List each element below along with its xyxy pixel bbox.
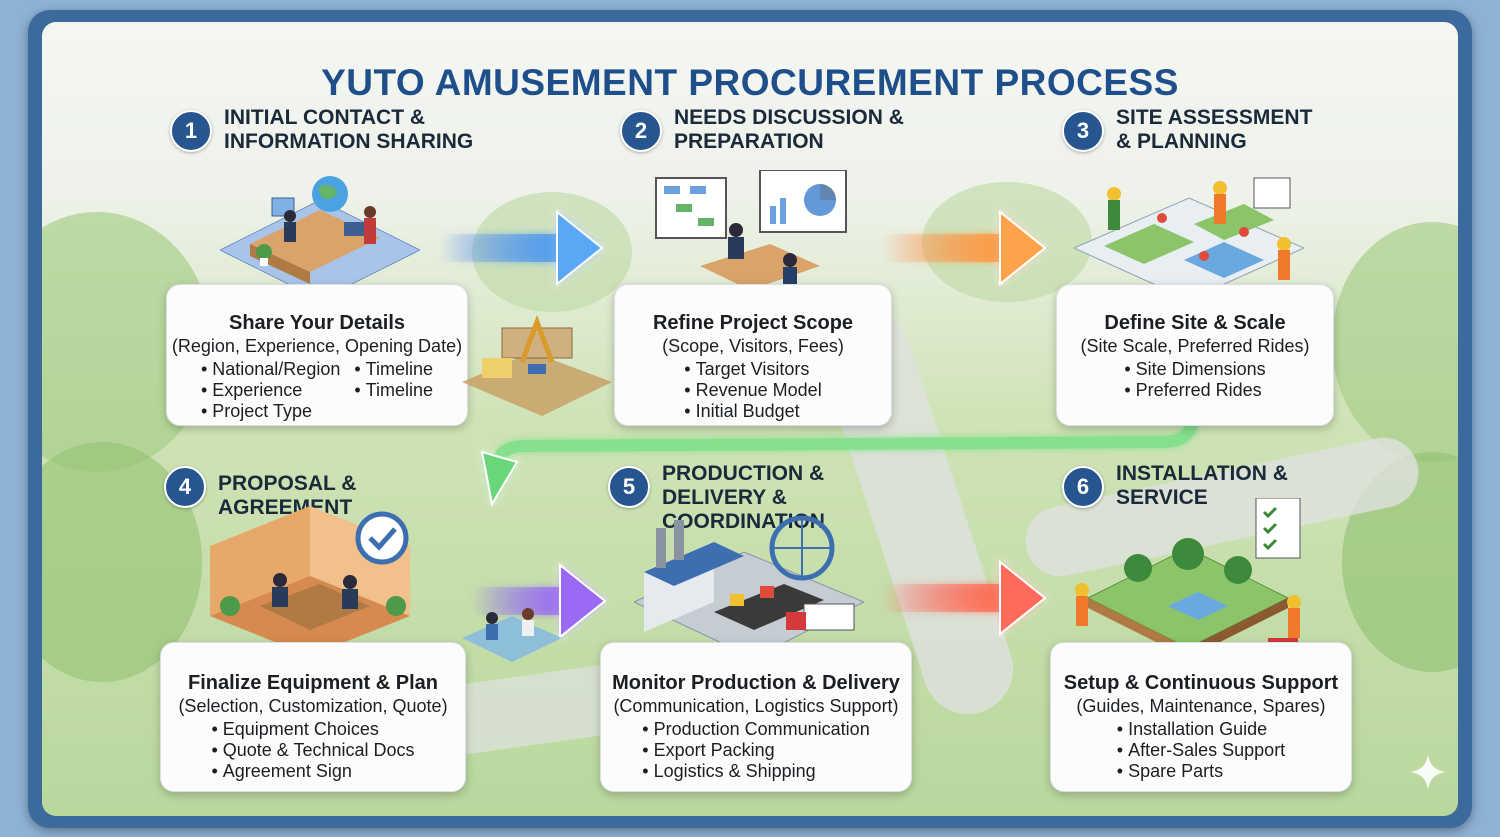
step-4-header: 4 PROPOSAL & AGREEMENT (164, 462, 488, 520)
list-item: Revenue Model (684, 380, 822, 401)
list-item: National/Region (201, 359, 340, 380)
step-heading: SITE ASSESSMENT & PLANNING (1116, 106, 1313, 153)
list-item: Export Packing (642, 740, 869, 761)
step-number: 3 (1062, 110, 1104, 152)
list-item: Timeline (354, 380, 433, 401)
step-heading: NEEDS DISCUSSION & PREPARATION (674, 106, 904, 153)
arrow-step3-to-4 (480, 419, 1198, 507)
coworking-icon (462, 608, 562, 662)
sparkle-icon (1410, 754, 1446, 790)
card-subtitle: (Selection, Customization, Quote) (178, 696, 448, 716)
diagram-canvas: YUTO AMUSEMENT PROCUREMENT PROCESS (42, 22, 1458, 816)
card-title: Refine Project Scope (652, 312, 854, 334)
list-item: Installation Guide (1117, 719, 1285, 740)
arrows-layer (440, 209, 1198, 640)
arrow-step1-to-2 (440, 209, 604, 287)
list-item: Timeline (354, 359, 433, 380)
card-title: Monitor Production & Delivery (612, 672, 900, 694)
card-list: Target Visitors Revenue Model Initial Bu… (684, 359, 822, 422)
list-item: Experience (201, 380, 340, 401)
step-1-card: Share Your Details (Region, Experience, … (166, 284, 468, 426)
step-1-header: 1 INITIAL CONTACT & INFORMATION SHARING (170, 106, 514, 154)
list-item: Project Type (201, 401, 340, 422)
step-3-card: Define Site & Scale (Site Scale, Preferr… (1056, 284, 1334, 426)
arrow-step4-to-5 (472, 562, 607, 640)
step-6-card: Setup & Continuous Support (Guides, Main… (1050, 642, 1352, 792)
agreement-office-icon (210, 506, 410, 656)
office-meeting-icon (220, 176, 420, 301)
list-item: Quote & Technical Docs (211, 740, 415, 761)
list-item: Site Dimensions (1124, 359, 1266, 380)
card-title: Finalize Equipment & Plan (187, 672, 439, 694)
list-item: Spare Parts (1117, 761, 1285, 782)
card-subtitle: (Communication, Logistics Support) (613, 696, 899, 716)
arrow-step5-to-6 (882, 559, 1047, 637)
step-2-card: Refine Project Scope (Scope, Visitors, F… (614, 284, 892, 426)
card-title: Share Your Details (229, 312, 405, 334)
list-item: Preferred Rides (1124, 380, 1265, 401)
park-installation-icon (1075, 498, 1301, 658)
step-number: 6 (1062, 466, 1104, 508)
step-6-header: 6 INSTALLATION & SERVICE (1062, 462, 1316, 510)
step-number: 1 (170, 110, 212, 152)
playground-icon (462, 314, 612, 416)
card-list: Equipment Choices Quote & Technical Docs… (211, 719, 415, 782)
step-4-card: Finalize Equipment & Plan (Selection, Cu… (160, 642, 466, 792)
card-list: Installation Guide After-Sales Support S… (1117, 719, 1285, 782)
card-title: Define Site & Scale (1104, 312, 1286, 334)
step-number: 4 (164, 466, 206, 508)
step-5-card: Monitor Production & Delivery (Communica… (600, 642, 912, 792)
card-list: National/Region Experience Project Type … (167, 357, 467, 422)
step-number: 5 (608, 466, 650, 508)
list-item: Target Visitors (684, 359, 821, 380)
card-subtitle: (Site Scale, Preferred Rides) (1080, 336, 1310, 356)
step-heading: INSTALLATION & SERVICE (1116, 462, 1288, 509)
card-subtitle: (Guides, Maintenance, Spares) (1076, 696, 1326, 716)
list-item: Equipment Choices (211, 719, 414, 740)
arrow-step2-to-3 (882, 209, 1047, 287)
presentation-icon (655, 170, 847, 290)
step-3-header: 3 SITE ASSESSMENT & PLANNING (1062, 106, 1326, 154)
list-item: Production Communication (642, 719, 870, 740)
page-title: YUTO AMUSEMENT PROCUREMENT PROCESS (321, 62, 1179, 103)
step-2-header: 2 NEEDS DISCUSSION & PREPARATION (620, 106, 914, 154)
card-subtitle: (Region, Experience, Opening Date) (171, 336, 463, 356)
step-number: 2 (620, 110, 662, 152)
card-list: Site Dimensions Preferred Rides (1124, 359, 1266, 401)
site-map-icon (1074, 177, 1304, 301)
step-5-header: 5 PRODUCTION & DELIVERY & COORDINATION (608, 462, 932, 534)
list-item: After-Sales Support (1117, 740, 1285, 761)
card-title: Setup & Continuous Support (1063, 672, 1339, 694)
step-heading: INITIAL CONTACT & INFORMATION SHARING (224, 106, 474, 153)
card-list: Production Communication Export Packing … (642, 719, 870, 782)
list-item: Logistics & Shipping (642, 761, 869, 782)
list-item: Initial Budget (684, 401, 821, 422)
card-subtitle: (Scope, Visitors, Fees) (662, 336, 844, 356)
factory-icon (634, 515, 864, 659)
step-heading: PRODUCTION & DELIVERY & COORDINATION (662, 462, 825, 533)
list-item: Agreement Sign (211, 761, 414, 782)
